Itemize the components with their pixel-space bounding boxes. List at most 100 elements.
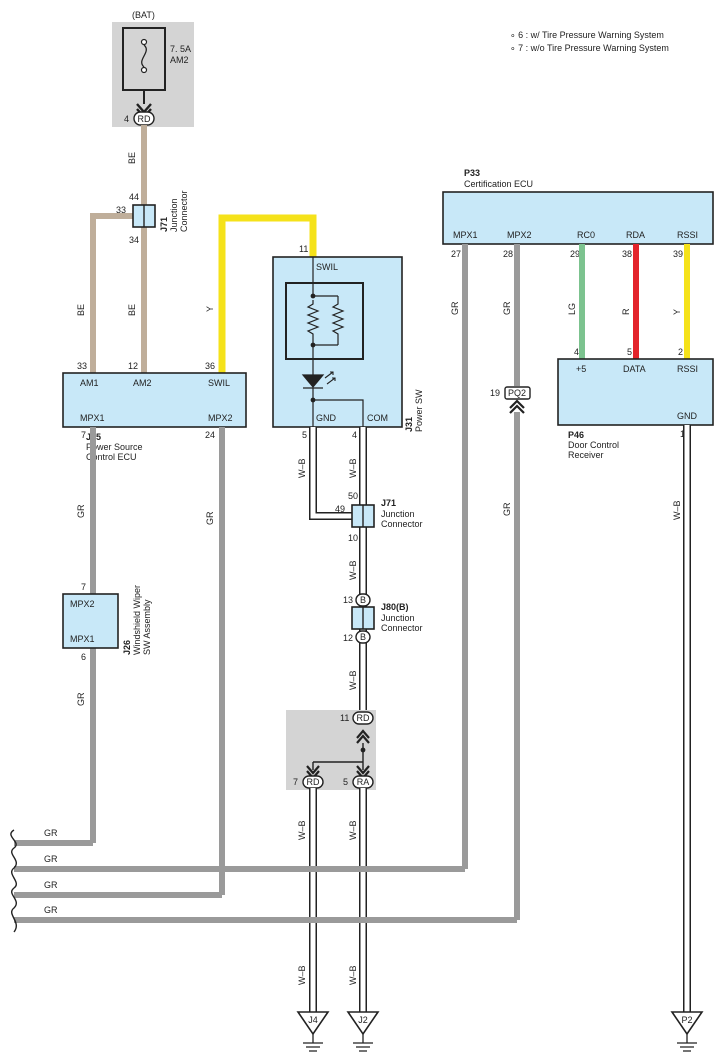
wire-wb-label-9: W–B bbox=[672, 500, 682, 520]
ecu-am2: AM2 bbox=[133, 378, 152, 388]
junction-top-name-2: Connector bbox=[179, 190, 189, 232]
junction-top-code: J71 bbox=[159, 217, 169, 232]
cert-ecu-pin-rc0: 29 bbox=[570, 249, 580, 259]
cert-ecu-pin-mpx2: 28 bbox=[503, 249, 513, 259]
ground-p2-label: P2 bbox=[681, 1015, 692, 1025]
wire-be-label-1: BE bbox=[127, 152, 137, 164]
splice-conn-in bbox=[352, 711, 374, 725]
pq2-connector bbox=[504, 386, 531, 400]
wire-y-label: Y bbox=[205, 306, 215, 312]
junction-top-pin-top: 44 bbox=[129, 192, 139, 202]
door-receiver-rssi: RSSI bbox=[677, 364, 698, 374]
ecu-pin-mpx2: 24 bbox=[205, 430, 215, 440]
ecu-pin-mpx1: 7 bbox=[81, 430, 86, 440]
wiper-pin-top: 7 bbox=[81, 582, 86, 592]
pq2-pin: 19 bbox=[490, 388, 500, 398]
door-receiver-plus5: +5 bbox=[576, 364, 586, 374]
wire-gr-label-1: GR bbox=[76, 504, 86, 518]
legend-note-6: ∘ 6 : w/ Tire Pressure Warning System bbox=[510, 30, 664, 40]
wire-wb-gnd-inner bbox=[310, 427, 352, 519]
bus-gr-label-3: GR bbox=[44, 880, 58, 890]
door-receiver-pin-data: 5 bbox=[627, 347, 632, 357]
splice-pin-in: 11 bbox=[340, 713, 349, 723]
ground-p2-triangle bbox=[670, 1011, 704, 1036]
wire-gr-label-5: GR bbox=[502, 301, 512, 315]
junction-top-pin-bottom: 34 bbox=[129, 235, 139, 245]
ecu-name-1: Power Source bbox=[86, 442, 143, 452]
ground-j2-triangle bbox=[346, 1011, 380, 1036]
wire-gr-label-6: GR bbox=[502, 502, 512, 516]
wire-wb-label-5: W–B bbox=[297, 820, 307, 840]
door-receiver-box bbox=[557, 358, 714, 426]
door-receiver-data: DATA bbox=[623, 364, 646, 374]
wire-wb-label-4: W–B bbox=[348, 670, 358, 690]
power-sw-node-1 bbox=[310, 293, 316, 299]
wire-r-label: R bbox=[621, 308, 631, 315]
j80-connector-top-label: B bbox=[360, 595, 366, 605]
wiper-name-2: SW Assembly bbox=[142, 599, 152, 655]
wire-wb-label-1: W–B bbox=[297, 458, 307, 478]
wire-be-label-3: BE bbox=[127, 304, 137, 316]
wire-wb-label-6: W–B bbox=[348, 820, 358, 840]
cert-ecu-name: Certification ECU bbox=[464, 179, 533, 189]
splice-pin-left: 7 bbox=[293, 777, 298, 787]
j80-pin-bottom: 12 bbox=[343, 633, 353, 643]
j80-name-2: Connector bbox=[381, 623, 423, 633]
wiper-code: J26 bbox=[122, 640, 132, 655]
wire-y-swil bbox=[218, 214, 317, 373]
power-sw-name: Power SW bbox=[414, 389, 424, 432]
cert-ecu-rssi: RSSI bbox=[677, 230, 698, 240]
wire-be-label-2: BE bbox=[76, 304, 86, 316]
junction-mid-pin-top: 50 bbox=[348, 491, 358, 501]
ground-j2: J2 bbox=[346, 1011, 380, 1052]
legend-note-7: ∘ 7 : w/o Tire Pressure Warning System bbox=[510, 43, 669, 53]
wire-wb-gnd bbox=[309, 427, 352, 520]
wire-be-left bbox=[90, 213, 133, 373]
door-receiver-name-1: Door Control bbox=[568, 440, 619, 450]
power-sw-trace-com bbox=[313, 399, 364, 427]
battery-label: (BAT) bbox=[132, 10, 155, 20]
wiper-mpx1: MPX1 bbox=[70, 634, 95, 644]
wire-wb-label-7: W–B bbox=[297, 965, 307, 985]
ground-j2-label: J2 bbox=[358, 1015, 368, 1025]
battery-gray-area bbox=[112, 22, 194, 127]
cert-ecu-mpx1: MPX1 bbox=[453, 230, 478, 240]
splice-conn-right-label: RA bbox=[357, 777, 370, 787]
wire-gr-label-2: GR bbox=[76, 692, 86, 706]
power-sw-swil: SWIL bbox=[316, 262, 338, 272]
cert-ecu-pin-mpx1: 27 bbox=[451, 249, 461, 259]
bus-gr-label-2: GR bbox=[44, 854, 58, 864]
cert-ecu-rda: RDA bbox=[626, 230, 645, 240]
battery-connector-label: RD bbox=[138, 114, 151, 124]
wiper-mpx2: MPX2 bbox=[70, 599, 95, 609]
cert-ecu-box bbox=[442, 191, 714, 245]
ground-j4: J4 bbox=[296, 1011, 330, 1052]
door-receiver-gnd: GND bbox=[677, 411, 698, 421]
wire-gr-label-4: GR bbox=[450, 301, 460, 315]
fuse-rating: 7. 5A bbox=[170, 44, 191, 54]
j80-pin-top: 13 bbox=[343, 595, 353, 605]
j80-connector-bottom-label: B bbox=[360, 632, 366, 642]
j80-connector-top bbox=[355, 593, 371, 607]
power-sw-switch-frame bbox=[285, 282, 364, 360]
wire-wb-label-3: W–B bbox=[348, 560, 358, 580]
ecu-swil: SWIL bbox=[208, 378, 230, 388]
resistor-2-icon bbox=[331, 296, 345, 345]
wiper-box bbox=[62, 593, 119, 649]
fuse-name: AM2 bbox=[170, 55, 189, 65]
ground-j2-icon bbox=[353, 1034, 373, 1052]
pq2-arrow-up-icon bbox=[509, 399, 525, 414]
fuse-terminal-top bbox=[140, 38, 148, 46]
cert-ecu-rc0: RC0 bbox=[577, 230, 595, 240]
splice-node bbox=[360, 747, 366, 753]
ground-j4-icon bbox=[303, 1034, 323, 1052]
splice-pin-right: 5 bbox=[343, 777, 348, 787]
power-sw-pin-com: 4 bbox=[352, 430, 357, 440]
ecu-mpx1: MPX1 bbox=[80, 413, 105, 423]
junction-mid-code: J71 bbox=[381, 498, 396, 508]
wire-lg-label: LG bbox=[567, 303, 577, 315]
j80-connector-bottom bbox=[355, 630, 371, 644]
power-sw-pin-gnd: 5 bbox=[302, 430, 307, 440]
wire-gr-label-3: GR bbox=[205, 511, 215, 525]
cert-ecu-code: P33 bbox=[464, 168, 480, 178]
